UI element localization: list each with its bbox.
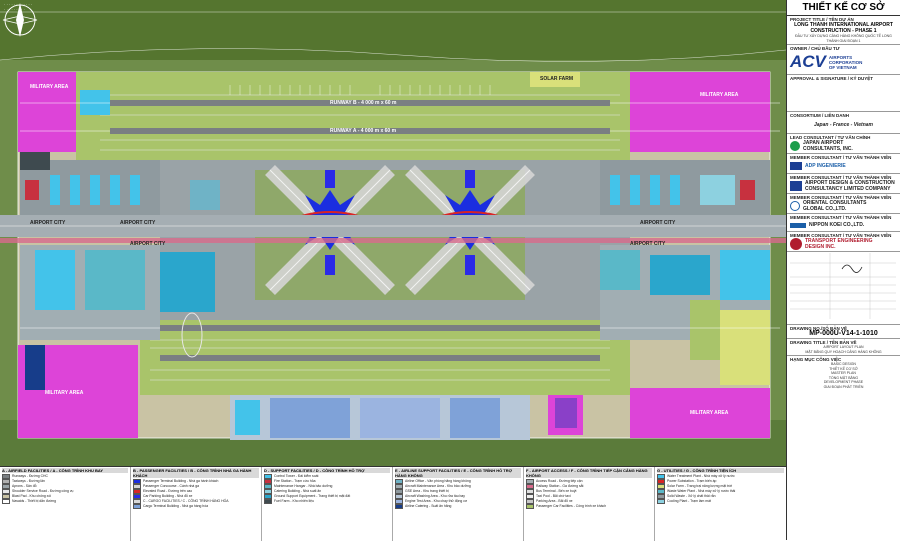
tedi-logo-icon <box>790 238 802 250</box>
adcc-logo-icon <box>790 181 802 191</box>
label-airport-city-4: AIRPORT CITY <box>130 241 166 247</box>
label-military-sw: MILITARY AREA <box>45 390 84 396</box>
jac-logo-icon <box>790 141 800 151</box>
member-4: MEMBER CONSULTANT / TƯ VẤN THÀNH VIÊN NI… <box>787 214 900 232</box>
drawing-number-section: DRAWING NO./SỐ BẢN VẼ MP-000U-V14-1-1010 <box>787 325 900 339</box>
legend-col-f: F - AIRPORT ACCESS / F - CÔNG TRÌNH TIẾP… <box>524 467 655 541</box>
acv-logo: ACV <box>790 52 826 71</box>
label-solar-farm: SOLAR FARM <box>540 76 574 82</box>
stage-section: HẠNG MỤC CÔNG VIỆC BASIC DESIGN THIẾT KẾ… <box>790 357 864 389</box>
nippon-koei-logo-icon <box>790 222 806 228</box>
label-airport-city-2: AIRPORT CITY <box>120 220 156 226</box>
drawing-number: MP-000U-V14-1-1010 <box>809 330 878 337</box>
label-airport-city-1: AIRPORT CITY <box>30 220 66 226</box>
military-area-ne <box>630 72 770 152</box>
label-airport-city-5: AIRPORT CITY <box>630 241 666 247</box>
legend-col-g: G - UTILITIES / G - CÔNG TRÌNH TIỆN ÍCH … <box>655 467 786 541</box>
top-notes: · · · · · · · · · · · · · · · · · · · · … <box>4 2 33 12</box>
legend-col-a: A - AIRFIELD FACILITIES / A - CÔNG TRÌNH… <box>0 467 131 541</box>
signature-grid <box>790 253 896 319</box>
compass-icon <box>2 3 38 37</box>
legend-col-b: B - PASSENGER FACILITIES / B - CÔNG TRÌN… <box>131 467 262 541</box>
label-airport-city-3: AIRPORT CITY <box>640 220 676 226</box>
lead-section: LEAD CONSULTANT / TƯ VẤN CHÍNH JAPAN AIR… <box>787 134 900 154</box>
title-block-header: THIẾT KẾ CƠ SỞ <box>787 0 900 16</box>
label-military-se: MILITARY AREA <box>690 410 729 416</box>
runway-b <box>110 100 610 106</box>
runway-a <box>110 128 610 134</box>
military-area-se <box>630 388 770 438</box>
approval-section: APPROVAL & SIGNATURE / KÝ DUYỆT <box>787 75 900 112</box>
member-1: MEMBER CONSULTANT / TƯ VẤN THÀNH VIÊN AD… <box>787 154 900 174</box>
owner-section: OWNER / CHỦ ĐẦU TƯ ACV AIRPORTS CORPORAT… <box>787 45 900 75</box>
title-block: THIẾT KẾ CƠ SỞ PROJECT TITLE / TÊN DỰ ÁN… <box>786 0 900 540</box>
label-military-nw: MILITARY AREA <box>30 84 69 90</box>
project-section: PROJECT TITLE / TÊN DỰ ÁN LONG THANH INT… <box>787 16 900 45</box>
runway-d <box>160 355 600 361</box>
legend-col-e: E - AIRLINE SUPPORT FACILITIES / E - CÔN… <box>393 467 524 541</box>
military-area-nw <box>18 72 76 152</box>
airport-layout-plan: · · · · · · · · · · · · · · · · · · · · … <box>0 0 786 466</box>
adpi-logo-icon <box>790 162 802 170</box>
label-runway-a: RUNWAY A - 4 000 m x 60 m <box>330 128 397 134</box>
consortium-section: CONSORTIUM / LIÊN DANH Japan - France - … <box>787 112 900 134</box>
label-runway-b: RUNWAY B - 4 000 m x 60 m <box>330 100 397 106</box>
label-military-ne: MILITARY AREA <box>700 92 739 98</box>
legend-table: A - AIRFIELD FACILITIES / A - CÔNG TRÌNH… <box>0 466 786 541</box>
layout-drawing <box>0 0 786 466</box>
member-2: MEMBER CONSULTANT / TƯ VẤN THÀNH VIÊN AI… <box>787 174 900 194</box>
member-5: MEMBER CONSULTANT / TƯ VẤN THÀNH VIÊN TR… <box>787 232 900 252</box>
member-3: MEMBER CONSULTANT / TƯ VẤN THÀNH VIÊN OR… <box>787 194 900 214</box>
drawing-title-section: DRAWING TITLE / TÊN BẢN VẼ AIRPORT LAYOU… <box>787 339 900 356</box>
legend-col-d: D - SUPPORT FACILITIES / D - CÔNG TRÌNH … <box>262 467 393 541</box>
oc-logo-icon <box>790 201 800 211</box>
signature-table <box>787 252 900 325</box>
runway-c <box>160 325 600 331</box>
